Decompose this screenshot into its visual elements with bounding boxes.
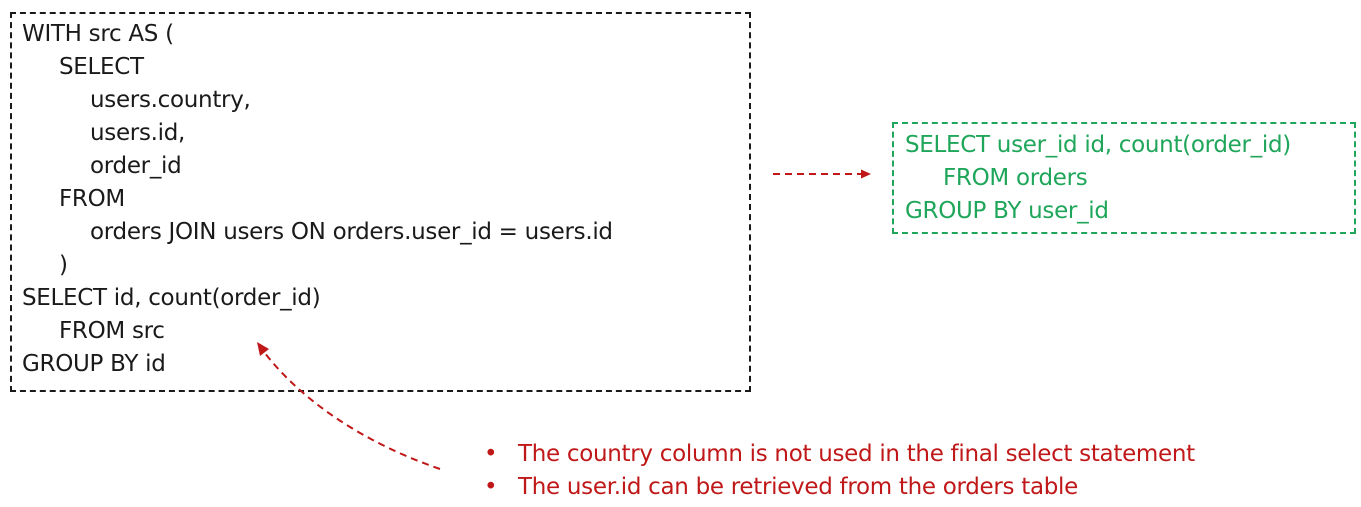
source-query-line: SELECT id, count(order_id) — [22, 285, 321, 311]
optimized-query-line: SELECT user_id id, count(order_id) — [905, 132, 1291, 158]
note-text: The country column is not used in the fi… — [518, 441, 1195, 467]
source-query-line: order_id — [90, 153, 182, 179]
source-query-line: FROM — [59, 186, 125, 212]
notes-list: • The country column is not used in the … — [480, 438, 1195, 504]
source-query-line: GROUP BY id — [22, 351, 166, 377]
bullet-icon: • — [484, 474, 498, 500]
source-query-line: SELECT — [59, 54, 144, 80]
optimized-query-line: FROM orders — [943, 165, 1088, 191]
source-query-line: ) — [59, 252, 68, 278]
optimized-query-box: SELECT user_id id, count(order_id) FROM … — [892, 122, 1356, 234]
note-pointer-arrow — [257, 342, 441, 470]
note-text: The user.id can be retrieved from the or… — [518, 474, 1079, 500]
source-query-line: WITH src AS ( — [22, 21, 174, 47]
source-query-line: users.id, — [90, 120, 186, 146]
optimized-query-line: GROUP BY user_id — [905, 198, 1109, 224]
source-query-box: WITH src AS ( SELECT users.country, user… — [10, 12, 751, 392]
note-item: • The user.id can be retrieved from the … — [480, 471, 1195, 504]
source-query-line: FROM src — [59, 318, 165, 344]
transform-arrow — [773, 169, 871, 179]
bullet-icon: • — [484, 441, 498, 467]
source-query-line: orders JOIN users ON orders.user_id = us… — [90, 219, 613, 245]
note-item: • The country column is not used in the … — [480, 438, 1195, 471]
source-query-line: users.country, — [90, 87, 251, 113]
